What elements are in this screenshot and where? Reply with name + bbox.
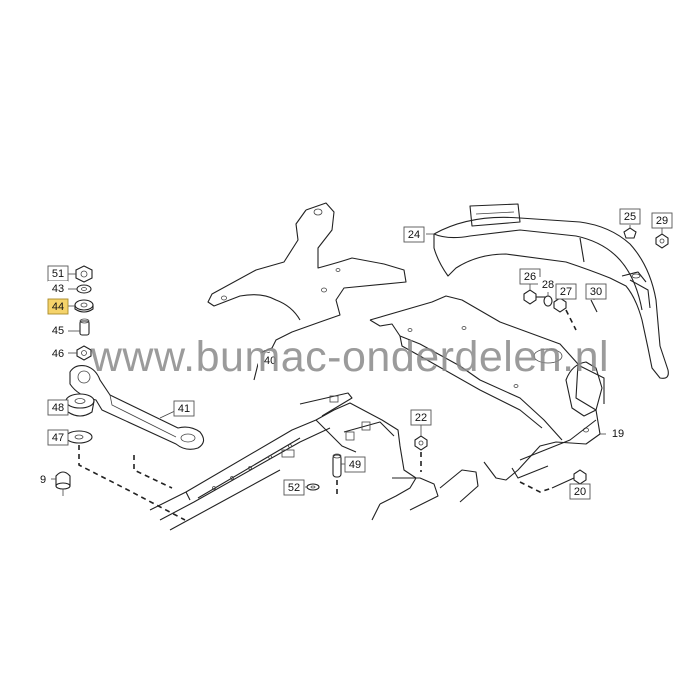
- nut-51-shape: [75, 265, 93, 283]
- label-52: 52: [283, 479, 305, 496]
- svg-text:51: 51: [52, 268, 64, 280]
- svg-text:43: 43: [52, 283, 64, 295]
- svg-text:26: 26: [524, 271, 536, 283]
- nut-27: [553, 297, 567, 313]
- svg-text:29: 29: [656, 215, 668, 227]
- bracket-40: [207, 202, 407, 381]
- latch-piece: [565, 361, 603, 417]
- svg-text:40: 40: [264, 355, 276, 367]
- label-25: 25: [619, 208, 641, 225]
- svg-text:47: 47: [52, 432, 64, 444]
- plate-19: [369, 295, 605, 481]
- svg-text:48: 48: [52, 402, 64, 414]
- bolt-20: [551, 469, 587, 489]
- svg-text:49: 49: [349, 459, 361, 471]
- svg-text:46: 46: [52, 348, 64, 360]
- label-9: 9: [36, 472, 51, 487]
- label-29: 29: [651, 212, 673, 229]
- mount-48: [65, 393, 95, 417]
- label-41: 41: [173, 400, 195, 417]
- hardware-stack-left: [74, 265, 94, 361]
- svg-text:20: 20: [574, 486, 586, 498]
- washer-47: [65, 430, 93, 444]
- svg-text:52: 52: [288, 482, 300, 494]
- svg-text:28: 28: [542, 279, 554, 291]
- label-26: 26: [519, 268, 541, 285]
- dashed-path-47: [78, 445, 186, 521]
- pin-49: [332, 453, 342, 478]
- label-28: 28: [538, 277, 558, 292]
- bolt-26: [523, 289, 546, 305]
- label-22: 22: [410, 409, 432, 426]
- bolt-9: [55, 471, 71, 496]
- svg-text:24: 24: [408, 229, 420, 241]
- label-30: 30: [585, 283, 607, 300]
- svg-text:30: 30: [590, 286, 602, 298]
- dashed-path-20: [519, 481, 553, 493]
- label-47: 47: [47, 429, 69, 446]
- washer-43-shape: [76, 284, 92, 294]
- label-27: 27: [555, 283, 577, 300]
- nut-29: [655, 233, 669, 249]
- cover-24: [433, 203, 669, 417]
- label-43: 43: [48, 281, 68, 296]
- washer-52: [306, 483, 320, 491]
- label-20: 20: [569, 483, 591, 500]
- nut-22: [414, 435, 428, 451]
- label-40: 40: [258, 353, 276, 368]
- dashed-path-41: [133, 455, 173, 489]
- label-51: 51: [47, 265, 69, 282]
- nut-46-shape: [76, 345, 92, 361]
- spacer-45-shape: [79, 320, 90, 336]
- svg-text:27: 27: [560, 286, 572, 298]
- part-number-labels: 51 43 44 45 46 48 47 9 41 40 49 52 22 24…: [36, 208, 673, 500]
- clip-25: [623, 227, 637, 239]
- label-44-highlighted: 44: [47, 298, 69, 315]
- svg-text:44: 44: [52, 301, 64, 313]
- label-24: 24: [403, 226, 425, 243]
- main-frame: [149, 392, 479, 531]
- pin-30: [590, 299, 598, 313]
- washer-28: [543, 295, 553, 307]
- label-48: 48: [47, 399, 69, 416]
- arm-41: [69, 365, 205, 450]
- dashed-path-27: [565, 309, 577, 331]
- label-49: 49: [344, 456, 366, 473]
- label-19: 19: [606, 426, 630, 441]
- svg-text:9: 9: [40, 474, 46, 486]
- svg-text:41: 41: [178, 403, 190, 415]
- svg-text:45: 45: [52, 325, 64, 337]
- label-46: 46: [48, 345, 68, 360]
- label-45: 45: [48, 323, 68, 338]
- bushing-44-shape: [74, 299, 94, 311]
- svg-text:25: 25: [624, 211, 636, 223]
- svg-text:19: 19: [612, 428, 624, 440]
- svg-text:22: 22: [415, 412, 427, 424]
